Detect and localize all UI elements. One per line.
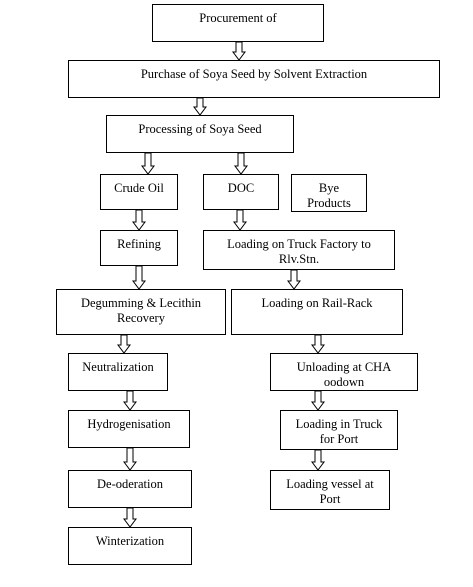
refining-box: Refining — [100, 230, 178, 266]
procurement-box: Procurement of — [152, 4, 324, 42]
arrow-shape — [311, 449, 325, 471]
arrow-shape — [311, 334, 325, 354]
arrow-shape — [287, 269, 301, 290]
processing-box: Processing of Soya Seed — [106, 115, 294, 153]
arrow-shape — [132, 209, 146, 231]
unloading-cha-box: Unloading at CHA oodown — [270, 353, 418, 391]
arrow-shape — [141, 152, 155, 175]
purchase-box: Purchase of Soya Seed by Solvent Extract… — [68, 60, 440, 98]
degumming-box: Degumming & Lecithin Recovery — [56, 289, 226, 335]
doc-box: DOC — [203, 174, 279, 210]
arrow-shape — [193, 97, 207, 116]
arrow-shape — [123, 390, 137, 411]
arrow-shape — [232, 41, 246, 61]
loading-vessel-box: Loading vessel at Port — [270, 470, 390, 510]
arrow-shape — [117, 334, 131, 354]
arrow-shape — [311, 390, 325, 411]
bye-products-box: Bye Products — [291, 174, 367, 212]
loading-rail-rack-box: Loading on Rail-Rack — [231, 289, 403, 335]
loading-truck-factory-box: Loading on Truck Factory to Rlv.Stn. — [203, 230, 395, 270]
neutralization-box: Neutralization — [68, 353, 168, 391]
arrow-shape — [234, 152, 248, 175]
arrow-shape — [123, 507, 137, 528]
crude-oil-box: Crude Oil — [100, 174, 178, 210]
winterization-box: Winterization — [68, 527, 192, 565]
loading-truck-port-box: Loading in Truck for Port — [280, 410, 398, 450]
arrow-shape — [123, 447, 137, 471]
arrow-shape — [132, 265, 146, 290]
arrow-shape — [233, 209, 247, 231]
